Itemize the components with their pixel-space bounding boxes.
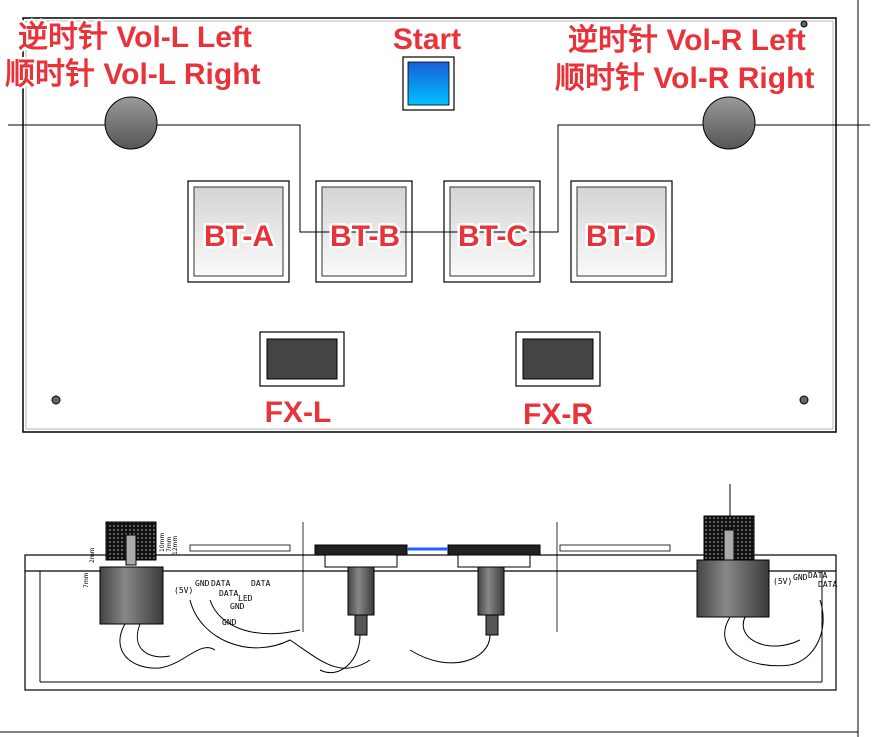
dimension-label: 10mm bbox=[159, 533, 166, 552]
left-knob-label-ccw: 逆时针 Vol-L Left bbox=[18, 20, 252, 54]
dimension-label: 7mm bbox=[166, 536, 173, 552]
fx-l-button[interactable] bbox=[259, 331, 345, 387]
start-button[interactable] bbox=[402, 56, 455, 111]
wire-label: GND bbox=[222, 618, 237, 627]
volume-knob-left[interactable] bbox=[104, 96, 158, 150]
dimension-label: 12mm bbox=[172, 536, 179, 555]
volume-knob-right[interactable] bbox=[702, 96, 756, 150]
screw-icon bbox=[800, 20, 808, 28]
start-label: Start bbox=[393, 23, 461, 56]
side-view bbox=[24, 484, 837, 691]
top-panel bbox=[8, 17, 870, 433]
fx-l-label: FX-L bbox=[265, 396, 332, 429]
bt-d-button[interactable] bbox=[570, 180, 673, 283]
dimension-label: 7mm bbox=[83, 572, 90, 588]
wire-label: GND bbox=[195, 579, 210, 588]
fx-r-label: FX-R bbox=[523, 398, 593, 431]
screw-icon bbox=[799, 395, 809, 405]
bt-c-label: BT-C bbox=[458, 220, 528, 253]
wire-label: DATA bbox=[219, 589, 238, 598]
wire-label: DATA bbox=[211, 579, 230, 588]
left-knob-label-cw: 顺时针 Vol-L Right bbox=[5, 58, 261, 91]
right-knob-label-cw: 顺时针 Vol-R Right bbox=[555, 62, 814, 95]
wire-label: DATA bbox=[808, 571, 827, 580]
wire-label: (5V) bbox=[174, 586, 193, 595]
wire-label: DATA bbox=[251, 579, 270, 588]
right-knob-label-ccw: 逆时针 Vol-R Left bbox=[568, 23, 806, 57]
wire-label: GND bbox=[793, 573, 808, 582]
bt-d-label: BT-D bbox=[586, 220, 656, 253]
wire-label: GND bbox=[230, 602, 245, 611]
wire-label: DATA bbox=[818, 580, 837, 589]
wire-label: LED bbox=[238, 594, 253, 603]
fx-r-button[interactable] bbox=[515, 331, 601, 387]
bt-b-label: BT-B bbox=[330, 220, 400, 253]
wire-label: (5V) bbox=[773, 577, 792, 586]
bt-a-label: BT-A bbox=[204, 220, 274, 253]
screw-icon bbox=[51, 395, 61, 405]
bt-a-button[interactable] bbox=[187, 180, 290, 283]
dimension-label: 2mm bbox=[89, 547, 96, 563]
